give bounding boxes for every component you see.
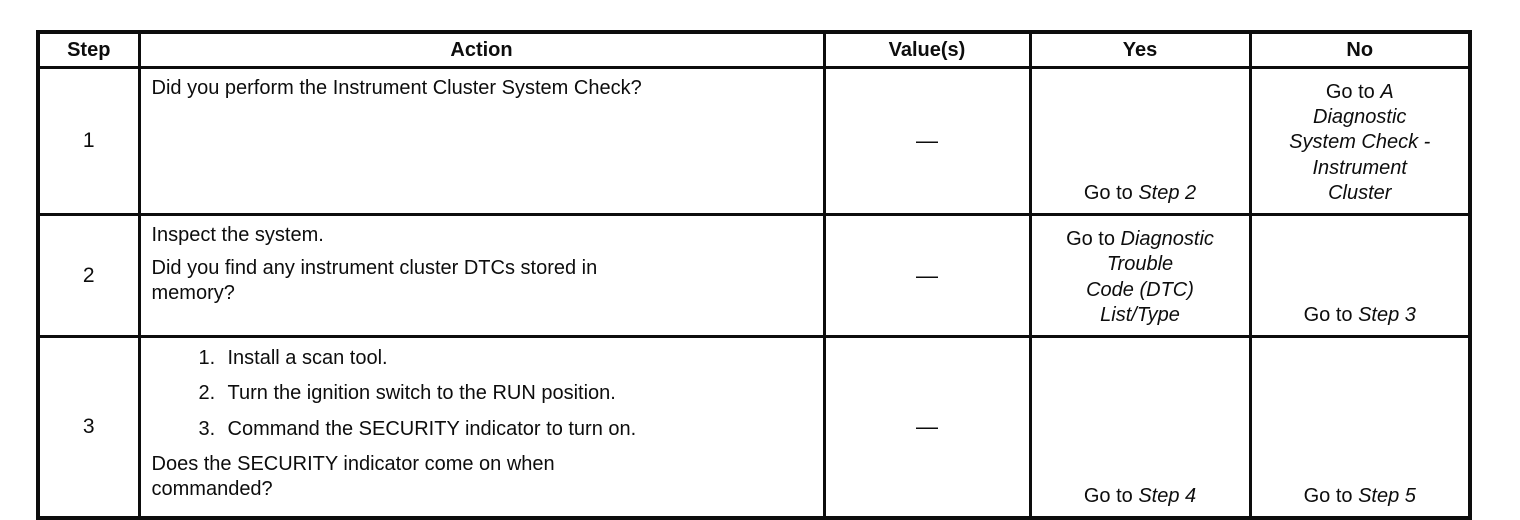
goto-target-text: Step 3 [1358,303,1416,326]
value-dash-cell: — [822,66,1032,216]
list-item-text: Turn the ignition switch to the RUN posi… [227,382,616,405]
goto-prefix-text: Go to [1083,181,1139,204]
action-paragraph: Does the SECURITY indicator come on when… [151,453,555,500]
value-dash-cell: — [822,213,1032,338]
action-list-item: 1. Install a scan tool. [152,346,809,370]
yes-cell: Go to Step 4 [1028,334,1252,520]
no-cell: Go to Step 3 [1248,213,1472,338]
step-number-cell: 3 [36,334,141,520]
action-list-item: 3. Command the SECURITY indicator to turn… [152,417,809,441]
column-header-values: Value(s) [822,30,1032,69]
action-paragraph: Inspect the system. [151,224,324,246]
goto-prefix-text: Go to [1083,484,1139,507]
goto-instruction: Go to Step 2 [1038,181,1243,206]
table-row: 3 1. Install a scan tool. 2. Turn the igniti… [36,334,1472,520]
goto-instruction: Go to Diagnostic Trouble Code (DTC) List… [1038,227,1243,328]
column-header-action: Action [137,30,826,69]
action-paragraph: Did you find any instrument cluster DTCs… [151,257,598,304]
goto-prefix-text: Go to [1325,81,1381,104]
step-number-cell: 2 [36,213,141,338]
goto-instruction: Go to Step 3 [1258,303,1463,328]
goto-target-text: A Diagnostic System Check - Instrument C… [1289,81,1431,204]
no-cell: Go to A Diagnostic System Check - Instru… [1248,66,1472,216]
goto-target-text: Step 4 [1138,484,1197,507]
column-header-step: Step [36,30,141,69]
list-item-number: 3. [198,417,216,440]
column-header-no: No [1248,30,1472,69]
value-dash-cell: — [822,334,1032,520]
goto-instruction: Go to Step 5 [1258,484,1463,509]
action-cell: Did you perform the Instrument Cluster S… [137,66,826,216]
goto-prefix-text: Go to [1066,228,1121,251]
goto-target-text: Step 5 [1358,484,1416,507]
action-paragraph: Did you perform the Instrument Cluster S… [151,77,642,99]
list-item-number: 1. [198,347,216,369]
goto-instruction: Go to Step 4 [1038,484,1243,509]
table-row: 1 Did you perform the Instrument Cluster … [36,66,1472,216]
goto-prefix-text: Go to [1303,303,1359,326]
list-item-text: Install a scan tool. [227,347,388,369]
goto-target-text: Diagnostic Trouble Code (DTC) List/Type [1086,228,1214,326]
list-item-number: 2. [198,382,216,405]
action-cell: Inspect the system. Did you find any inst… [137,213,826,338]
goto-instruction: Go to A Diagnostic System Check - Instru… [1258,80,1463,206]
step-number-cell: 1 [36,66,141,216]
action-cell: 1. Install a scan tool. 2. Turn the ignitio… [137,334,826,520]
action-list-item: 2. Turn the ignition switch to the RUN po… [152,381,809,405]
list-item-text: Command the SECURITY indicator to turn o… [227,417,637,440]
no-cell: Go to Step 5 [1248,334,1472,520]
yes-cell: Go to Step 2 [1028,66,1252,216]
column-header-yes: Yes [1028,30,1252,69]
table-row: 2 Inspect the system. Did you find any ins… [36,213,1472,338]
goto-target-text: Step 2 [1138,181,1197,204]
yes-cell: Go to Diagnostic Trouble Code (DTC) List… [1028,213,1252,338]
goto-prefix-text: Go to [1303,484,1359,507]
